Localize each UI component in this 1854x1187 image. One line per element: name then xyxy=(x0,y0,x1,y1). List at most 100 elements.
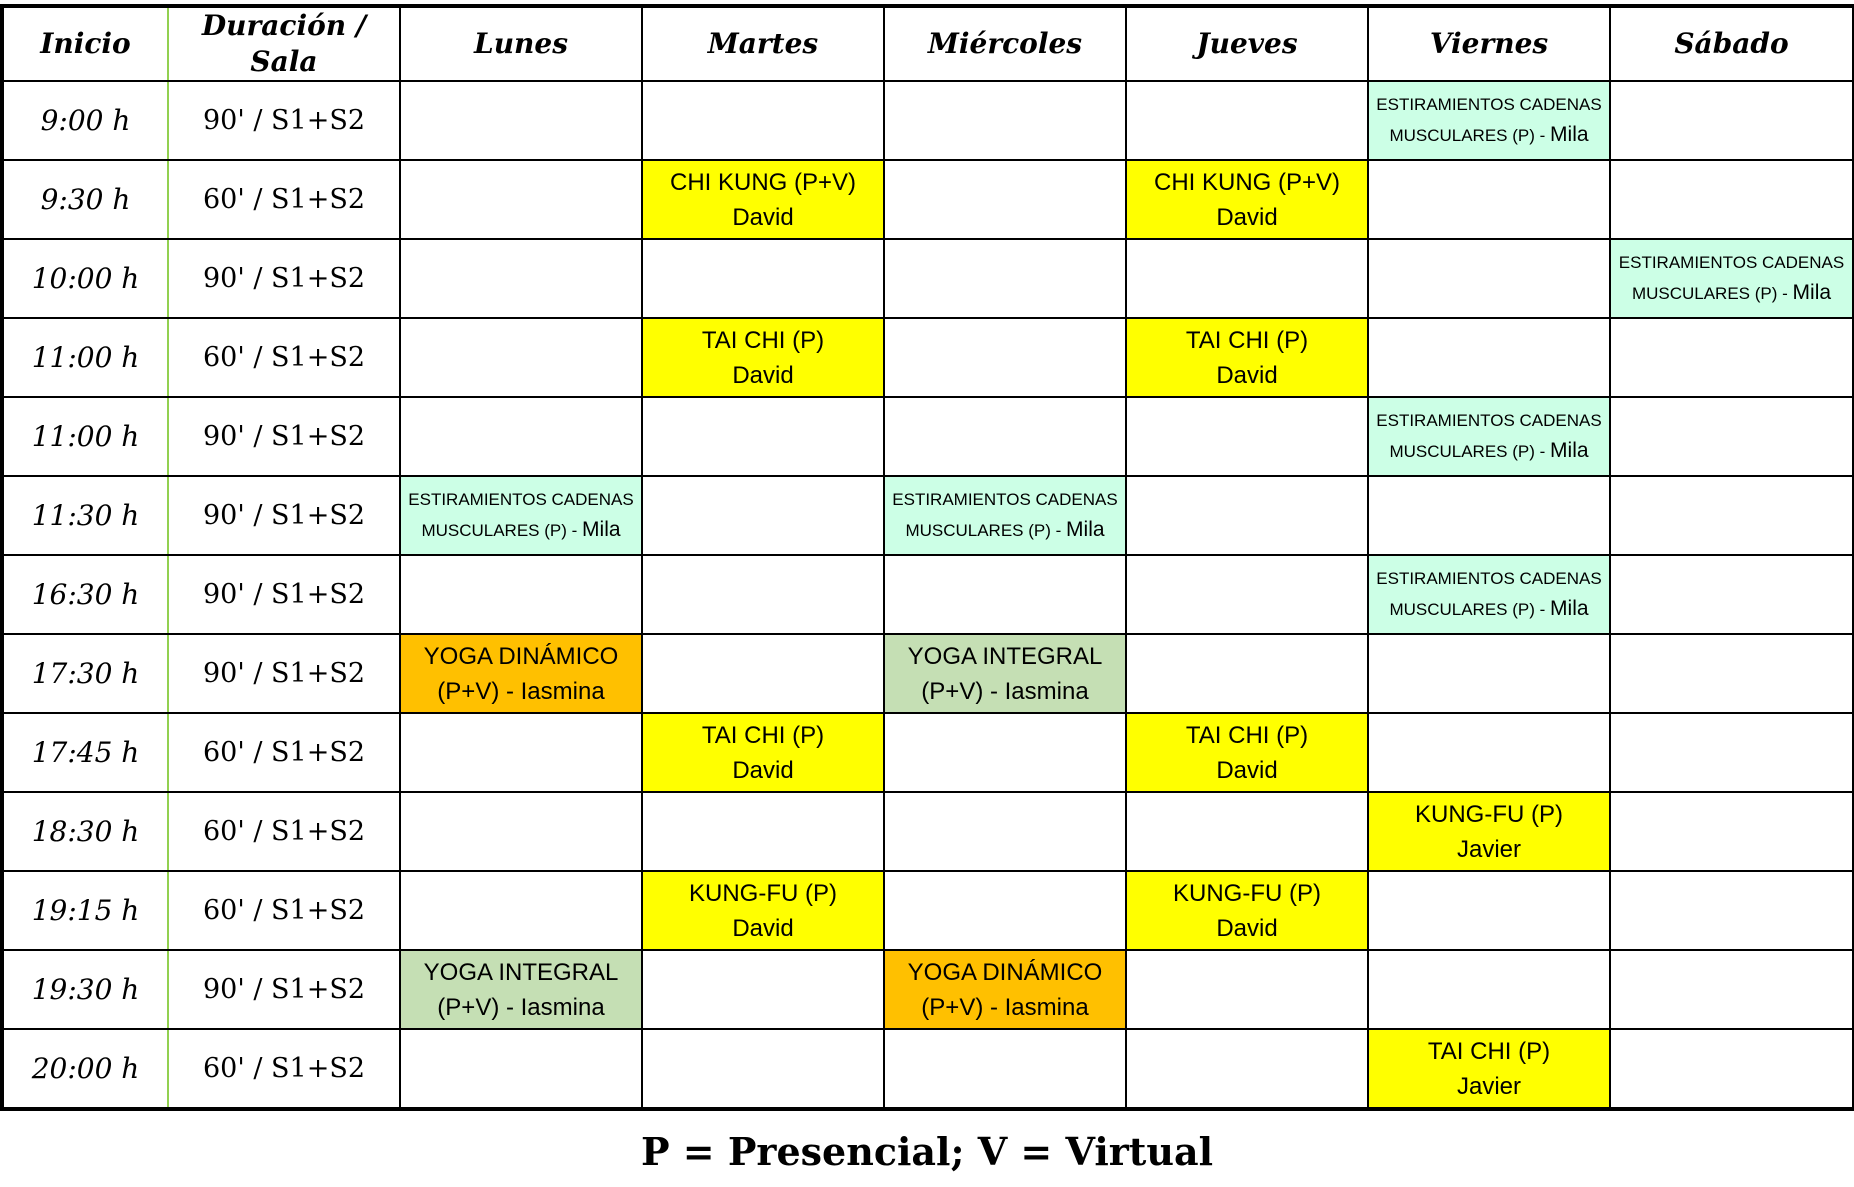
class-name: ESTIRAMIENTOS CADENAS xyxy=(1618,253,1845,272)
empty-slot-martes xyxy=(641,475,885,556)
time-cell: 19:30 h xyxy=(1,949,169,1030)
class-name: ESTIRAMIENTOS CADENAS xyxy=(1376,411,1602,430)
empty-slot-sabado xyxy=(1609,870,1854,951)
empty-slot-lunes xyxy=(399,80,643,161)
class-detail: (P+V) - Iasmina xyxy=(885,990,1125,1025)
class-name: YOGA DINÁMICO xyxy=(423,642,619,670)
class-info: (P+V) - Iasmina xyxy=(921,677,1089,705)
class-info: MUSCULARES (P) - xyxy=(1389,442,1546,461)
header-martes: Martes xyxy=(641,5,885,82)
time-cell: 16:30 h xyxy=(1,554,169,635)
class-info: David xyxy=(732,914,794,942)
legend-note: P = Presencial; V = Virtual xyxy=(640,1129,1214,1174)
header-sala: Sala xyxy=(250,45,318,78)
duration-cell: 90' / S1+S2 xyxy=(167,80,401,161)
class-detail: David xyxy=(643,911,883,946)
class-detail: David xyxy=(643,200,883,235)
class-detail: MUSCULARES (P) - Mila xyxy=(1369,120,1609,151)
class-slot-lunes: YOGA INTEGRAL(P+V) - Iasmina xyxy=(399,949,643,1030)
class-detail: David xyxy=(643,358,883,393)
empty-slot-lunes xyxy=(399,317,643,398)
duration-cell: 90' / S1+S2 xyxy=(167,554,401,635)
class-detail: MUSCULARES (P) - Mila xyxy=(401,515,641,546)
duration-cell: 60' / S1+S2 xyxy=(167,1028,401,1110)
class-info: (P+V) - Iasmina xyxy=(921,993,1089,1021)
time-cell: 9:00 h xyxy=(1,80,169,161)
header-duracion-sala: Duración /Sala xyxy=(167,5,401,82)
class-detail: MUSCULARES (P) - Mila xyxy=(1369,594,1609,625)
schedule-table: Inicio Duración /Sala Lunes Martes Miérc… xyxy=(0,4,1854,1111)
class-slot-miercoles: YOGA INTEGRAL(P+V) - Iasmina xyxy=(883,633,1127,714)
empty-slot-miercoles xyxy=(883,396,1127,477)
header-jueves: Jueves xyxy=(1125,5,1369,82)
empty-slot-sabado xyxy=(1609,712,1854,793)
empty-slot-miercoles xyxy=(883,238,1127,319)
class-name: KUNG-FU (P) xyxy=(1173,879,1321,907)
duration-cell: 60' / S1+S2 xyxy=(167,712,401,793)
class-detail: (P+V) - Iasmina xyxy=(401,990,641,1025)
class-detail: David xyxy=(1127,911,1367,946)
empty-slot-lunes xyxy=(399,159,643,240)
empty-slot-jueves xyxy=(1125,791,1369,872)
time-cell: 17:45 h xyxy=(1,712,169,793)
class-detail: David xyxy=(643,753,883,788)
class-slot-jueves: TAI CHI (P)David xyxy=(1125,317,1369,398)
empty-slot-sabado xyxy=(1609,1028,1854,1110)
empty-slot-jueves xyxy=(1125,80,1369,161)
empty-slot-lunes xyxy=(399,238,643,319)
class-info: David xyxy=(1216,914,1278,942)
empty-slot-sabado xyxy=(1609,475,1854,556)
empty-slot-jueves xyxy=(1125,633,1369,714)
class-teacher: Mila xyxy=(1792,281,1832,304)
class-name: ESTIRAMIENTOS CADENAS xyxy=(408,490,634,509)
class-name: KUNG-FU (P) xyxy=(1415,800,1563,828)
empty-slot-martes xyxy=(641,949,885,1030)
empty-slot-jueves xyxy=(1125,949,1369,1030)
header-row: Inicio Duración /Sala Lunes Martes Miérc… xyxy=(1,5,1854,82)
class-slot-miercoles: YOGA DINÁMICO(P+V) - Iasmina xyxy=(883,949,1127,1030)
empty-slot-jueves xyxy=(1125,554,1369,635)
class-info: David xyxy=(732,756,794,784)
class-info: David xyxy=(732,361,794,389)
header-sabado: Sábado xyxy=(1609,5,1854,82)
class-teacher: Mila xyxy=(1550,439,1589,462)
class-info: David xyxy=(1216,756,1278,784)
duration-cell: 90' / S1+S2 xyxy=(167,949,401,1030)
empty-slot-miercoles xyxy=(883,1028,1127,1110)
empty-slot-lunes xyxy=(399,712,643,793)
empty-slot-miercoles xyxy=(883,159,1127,240)
class-slot-martes: CHI KUNG (P+V) David xyxy=(641,159,885,240)
header-lunes: Lunes xyxy=(399,5,643,82)
class-info: David xyxy=(732,203,794,231)
class-detail: MUSCULARES (P) - Mila xyxy=(1611,278,1852,309)
class-slot-viernes: KUNG-FU (P)Javier xyxy=(1367,791,1611,872)
class-name: TAI CHI (P) xyxy=(1185,721,1309,749)
class-slot-martes: KUNG-FU (P)David xyxy=(641,870,885,951)
class-detail: (P+V) - Iasmina xyxy=(885,674,1125,709)
empty-slot-viernes xyxy=(1367,238,1611,319)
empty-slot-martes xyxy=(641,633,885,714)
empty-slot-martes xyxy=(641,554,885,635)
empty-slot-miercoles xyxy=(883,80,1127,161)
class-name: TAI CHI (P) xyxy=(701,721,825,749)
empty-slot-sabado xyxy=(1609,949,1854,1030)
class-name: CHI KUNG (P+V) xyxy=(669,168,857,196)
empty-slot-martes xyxy=(641,396,885,477)
class-teacher: Mila xyxy=(582,518,621,541)
class-slot-sabado: ESTIRAMIENTOS CADENAS MUSCULARES (P) - Mi… xyxy=(1609,238,1854,319)
empty-slot-martes xyxy=(641,1028,885,1110)
class-detail: MUSCULARES (P) - Mila xyxy=(1369,436,1609,467)
duration-cell: 60' / S1+S2 xyxy=(167,159,401,240)
